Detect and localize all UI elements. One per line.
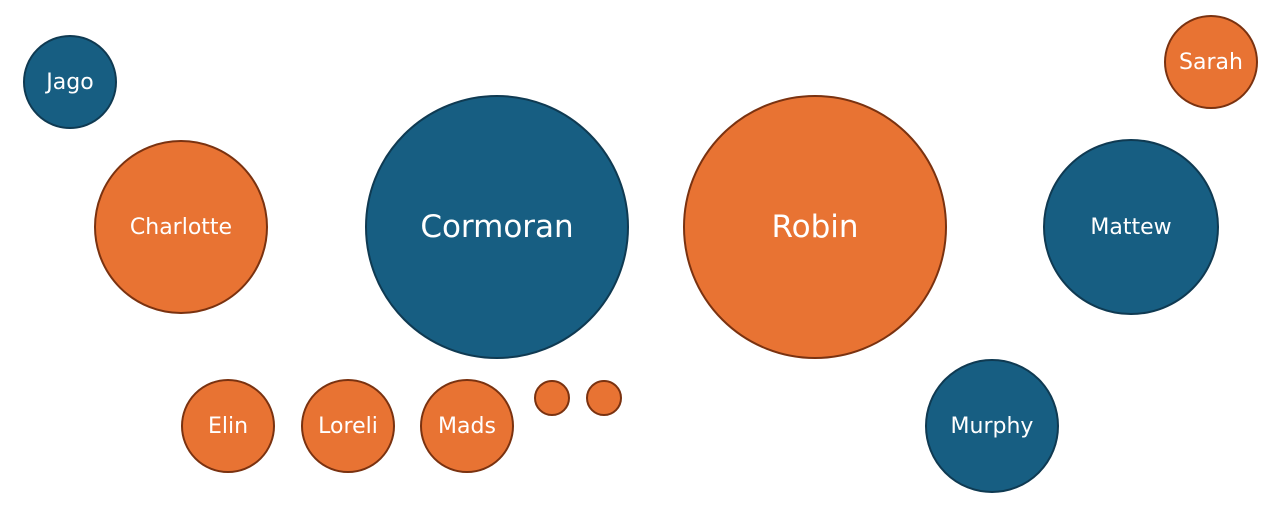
small-bubble-1 xyxy=(534,380,570,416)
bubble-label: Murphy xyxy=(950,413,1034,439)
robin-bubble: Robin xyxy=(683,95,947,359)
bubble-label: Charlotte xyxy=(129,214,233,240)
small-bubble-2 xyxy=(586,380,622,416)
bubble-label: Elin xyxy=(207,413,249,439)
cormoran-bubble: Cormoran xyxy=(365,95,629,359)
bubble-label: Loreli xyxy=(318,413,378,439)
bubble-label: Mads xyxy=(438,413,496,439)
murphy-bubble: Murphy xyxy=(925,359,1059,493)
charlotte-bubble: Charlotte xyxy=(94,140,268,314)
bubble-label: Jago xyxy=(46,69,94,95)
bubble-label: Robin xyxy=(771,209,859,245)
loreli-bubble: Loreli xyxy=(301,379,395,473)
bubble-label: Mattew xyxy=(1090,214,1172,240)
jago-bubble: Jago xyxy=(23,35,117,129)
bubble-label: Sarah xyxy=(1179,49,1243,75)
elin-bubble: Elin xyxy=(181,379,275,473)
sarah-bubble: Sarah xyxy=(1164,15,1258,109)
mattew-bubble: Mattew xyxy=(1043,139,1219,315)
bubble-label: Cormoran xyxy=(420,209,574,245)
mads-bubble: Mads xyxy=(420,379,514,473)
